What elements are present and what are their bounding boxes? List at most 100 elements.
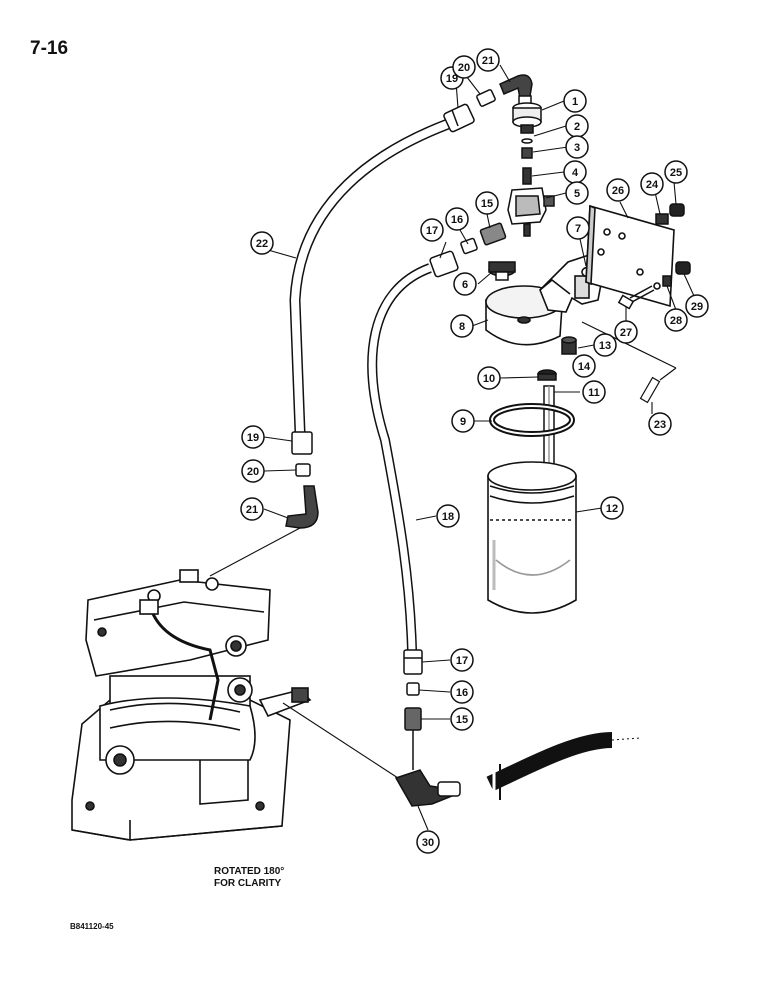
callout-circle: [445, 207, 469, 231]
mounting-plate-26: [585, 204, 675, 308]
callout-circle: [475, 191, 499, 215]
callout-c17a: 17: [420, 218, 444, 242]
callout-number: 23: [654, 419, 666, 431]
fitting-20-top: [476, 89, 496, 107]
callout-c11: 11: [582, 380, 606, 404]
callout-c21b: 21: [240, 497, 264, 521]
callout-c20a: 20: [452, 55, 476, 79]
callout-number: 27: [620, 327, 632, 339]
callout-number: 19: [247, 432, 259, 444]
callout-circle: [450, 314, 474, 338]
callout-number: 16: [451, 214, 463, 226]
rotation-note-line-1: ROTATED 180°: [214, 866, 285, 877]
callout-number: 13: [599, 340, 611, 352]
elbow-30: [394, 730, 461, 807]
tube-22: [289, 118, 450, 433]
callout-circle: [582, 380, 606, 404]
callout-number: 26: [612, 185, 624, 197]
callout-number: 6: [462, 279, 468, 291]
callout-number: 20: [458, 62, 470, 74]
callout-circle: [664, 160, 688, 184]
callout-number: 21: [482, 55, 494, 67]
figure-code: B841120-45: [70, 922, 114, 931]
callout-circle: [416, 830, 440, 854]
callout-c16a: 16: [445, 207, 469, 231]
callout-number: 25: [670, 167, 682, 179]
callout-circle: [451, 409, 475, 433]
callout-number: 2: [574, 121, 580, 133]
callout-circle: [240, 497, 264, 521]
callout-c15b: 15: [450, 707, 474, 731]
callout-circle: [450, 648, 474, 672]
callout-circle: [685, 294, 709, 318]
callout-number: 5: [574, 188, 580, 200]
callout-number: 21: [246, 504, 258, 516]
callout-c24: 24: [640, 172, 664, 196]
callout-circle: [565, 181, 589, 205]
callout-circle: [614, 320, 638, 344]
callout-number: 15: [481, 198, 493, 210]
callout-c23: 23: [648, 412, 672, 436]
oring-9: [489, 403, 575, 437]
callout-circle: [664, 308, 688, 332]
callout-c10: 10: [477, 366, 501, 390]
callout-c9: 9: [451, 409, 475, 433]
callout-number: 17: [426, 225, 438, 237]
rotation-note-line-2: FOR CLARITY: [214, 878, 282, 889]
callout-number: 24: [646, 179, 659, 191]
callout-circle: [453, 272, 477, 296]
callout-c28: 28: [664, 308, 688, 332]
callout-circle: [572, 354, 596, 378]
fitting-15-top: [479, 222, 507, 246]
cap-6: [488, 261, 516, 281]
callout-c20b: 20: [241, 459, 265, 483]
callout-c19b: 19: [241, 425, 265, 449]
callout-circle: [450, 680, 474, 704]
valve-stack: [507, 102, 555, 237]
callout-circle: [420, 218, 444, 242]
callout-number: 30: [422, 837, 434, 849]
fitting-17-top: [429, 250, 459, 278]
leader-lines: [209, 64, 695, 831]
fitting-16-bottom: [406, 682, 420, 696]
fitting-19-top: [443, 103, 475, 133]
callout-c2: 2: [565, 114, 589, 138]
callout-c15a: 15: [475, 191, 499, 215]
callout-number: 12: [606, 503, 618, 515]
callout-circle: [600, 496, 624, 520]
callout-number: 10: [483, 373, 495, 385]
callout-circle: [452, 55, 476, 79]
callout-number: 20: [247, 466, 259, 478]
callout-number: 22: [256, 238, 268, 250]
callout-number: 17: [456, 655, 468, 667]
callout-number: 4: [572, 167, 579, 179]
fitting-17-bottom: [403, 649, 423, 675]
fitting-20-bottom: [295, 463, 311, 477]
callout-c17b: 17: [450, 648, 474, 672]
callout-number: 3: [574, 142, 580, 154]
callout-number: 8: [459, 321, 465, 333]
air-compressor: [71, 569, 312, 841]
callout-circle: [640, 172, 664, 196]
callout-c22: 22: [250, 231, 274, 255]
callout-number: 19: [446, 73, 458, 85]
callout-number: 9: [460, 416, 466, 428]
callout-number: 14: [578, 361, 591, 373]
callout-circle: [476, 48, 500, 72]
callout-number: 16: [456, 687, 468, 699]
callout-circle: [593, 333, 617, 357]
callout-c29: 29: [685, 294, 709, 318]
callout-c16b: 16: [450, 680, 474, 704]
callout-number: 11: [588, 387, 600, 399]
fitting-15-bottom: [404, 707, 422, 731]
callout-layer: 1234567891011121314151617181920212223242…: [240, 48, 709, 854]
callout-c3: 3: [565, 135, 589, 159]
callout-c12: 12: [600, 496, 624, 520]
callout-c13: 13: [593, 333, 617, 357]
callout-number: 15: [456, 714, 468, 726]
callout-circle: [241, 459, 265, 483]
callout-c8: 8: [450, 314, 474, 338]
callout-c21a: 21: [476, 48, 500, 72]
fitting-19-bottom: [291, 431, 313, 455]
